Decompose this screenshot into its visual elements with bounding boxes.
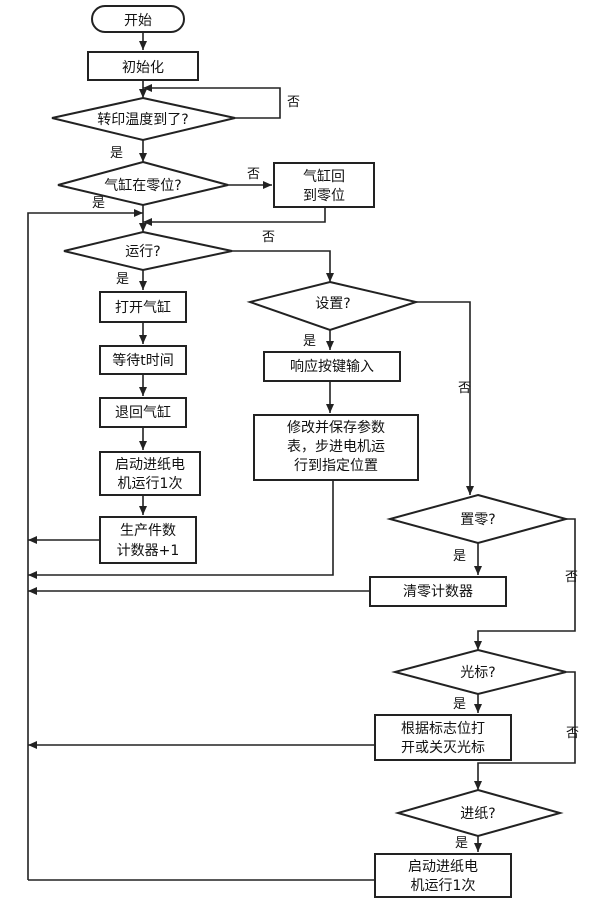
setup-check-diamond (246, 280, 420, 332)
node-key-input: 响应按键输入 (263, 351, 401, 382)
node-cyl-return: 气缸回 到零位 (273, 162, 375, 208)
feed-motor-b-line1: 启动进纸电 (408, 859, 478, 875)
temp-yes-label: 是 (110, 146, 123, 161)
clear-counter-box (369, 576, 507, 607)
temp-no-label: 否 (287, 95, 300, 110)
branch-labels: 否 是 否 是 否 是 是 否 是 否 是 否 是 (92, 95, 579, 851)
feed-check-diamond (394, 788, 564, 838)
edge-temp-no-loop (143, 84, 281, 119)
node-cursor-action: 根据标志位打 开或关灭光标 (374, 714, 512, 761)
cyl-return-line1: 气缸回 (303, 168, 345, 185)
node-cyl-zero-check: 气缸在零位? (57, 160, 229, 207)
node-reset-check: 置零? (386, 493, 570, 545)
reset-check-diamond (386, 493, 570, 545)
feed-motor-a-box (99, 451, 201, 496)
back-cyl-box (99, 397, 187, 428)
cursor-action-box (374, 714, 512, 761)
cursor-no-label: 否 (566, 726, 579, 741)
start-terminal (91, 5, 185, 33)
node-back-cyl: 退回气缸 (99, 397, 187, 428)
reset-check-label: 置零? (460, 512, 495, 528)
temp-check-diamond (51, 96, 236, 142)
node-start: 开始 (91, 5, 185, 33)
setup-check-label: 设置? (315, 296, 350, 312)
counter-line1: 生产件数 (120, 523, 176, 539)
node-temp-check: 转印温度到了? (51, 96, 236, 142)
cyl-no-label: 否 (247, 167, 260, 182)
node-open-cyl: 打开气缸 (99, 291, 187, 323)
cursor-action-line2: 开或关灭光标 (401, 740, 485, 756)
cyl-yes-label: 是 (92, 196, 105, 211)
params-box (253, 414, 419, 481)
params-line3: 行到指定位置 (294, 458, 378, 474)
edge-cylreturn-back (143, 207, 326, 226)
setup-no-label: 否 (458, 381, 471, 396)
edge-reset-no (474, 518, 576, 650)
reset-no-label: 否 (565, 570, 578, 585)
run-check-diamond (63, 230, 233, 272)
edge-left-return-bus (27, 209, 143, 880)
open-cyl-label: 打开气缸 (115, 299, 171, 316)
node-feed-check: 进纸? (394, 788, 564, 838)
cyl-return-line2: 到零位 (303, 188, 345, 204)
edge-params-return (28, 480, 334, 579)
temp-check-label: 转印温度到了? (97, 112, 188, 128)
feed-yes-label: 是 (455, 836, 468, 851)
wait-label: 等待t时间 (112, 352, 174, 369)
reset-yes-label: 是 (453, 549, 466, 564)
params-line1: 修改并保存参数 (287, 419, 385, 436)
edge-cursor-no (474, 671, 576, 790)
cyl-zero-label: 气缸在零位? (104, 177, 181, 194)
connectors (27, 32, 576, 881)
run-check-label: 运行? (125, 244, 160, 260)
counter-box (99, 516, 197, 564)
cyl-zero-diamond (57, 160, 229, 207)
key-input-box (263, 351, 401, 382)
node-counter: 生产件数 计数器+1 (99, 516, 197, 564)
cursor-action-line1: 根据标志位打 (401, 720, 485, 737)
feed-motor-b-box (374, 853, 512, 898)
start-label: 开始 (124, 13, 152, 29)
feed-check-label: 进纸? (460, 806, 495, 822)
clear-counter-label: 清零计数器 (403, 584, 473, 600)
node-clear-counter: 清零计数器 (369, 576, 507, 607)
cursor-check-label: 光标? (460, 665, 495, 681)
node-cursor-check: 光标? (391, 648, 567, 696)
params-line2: 表，步进电机运 (287, 439, 385, 455)
cyl-return-box (273, 162, 375, 208)
run-yes-label: 是 (116, 272, 129, 287)
feed-motor-b-line2: 机运行1次 (411, 878, 476, 894)
init-label: 初始化 (122, 59, 164, 76)
back-cyl-label: 退回气缸 (115, 404, 171, 421)
open-cyl-box (99, 291, 187, 323)
node-feed-motor-a: 启动进纸电 机运行1次 (99, 451, 201, 496)
edge-run-no (232, 250, 334, 282)
feed-motor-a-line1: 启动进纸电 (115, 457, 185, 473)
feed-motor-a-line2: 机运行1次 (118, 476, 183, 492)
node-feed-motor-b: 启动进纸电 机运行1次 (374, 853, 512, 898)
node-params: 修改并保存参数 表，步进电机运 行到指定位置 (253, 414, 419, 481)
wait-box (99, 345, 187, 375)
init-box (87, 51, 199, 81)
node-init: 初始化 (87, 51, 199, 81)
key-input-label: 响应按键输入 (290, 358, 374, 375)
node-wait: 等待t时间 (99, 345, 187, 375)
counter-line2: 计数器+1 (117, 543, 180, 559)
run-no-label: 否 (262, 230, 275, 245)
cursor-check-diamond (391, 648, 567, 696)
edge-setup-no (416, 301, 474, 495)
cursor-yes-label: 是 (453, 697, 466, 712)
node-setup-check: 设置? (246, 280, 420, 332)
node-run-check: 运行? (63, 230, 233, 272)
setup-yes-label: 是 (303, 334, 316, 349)
